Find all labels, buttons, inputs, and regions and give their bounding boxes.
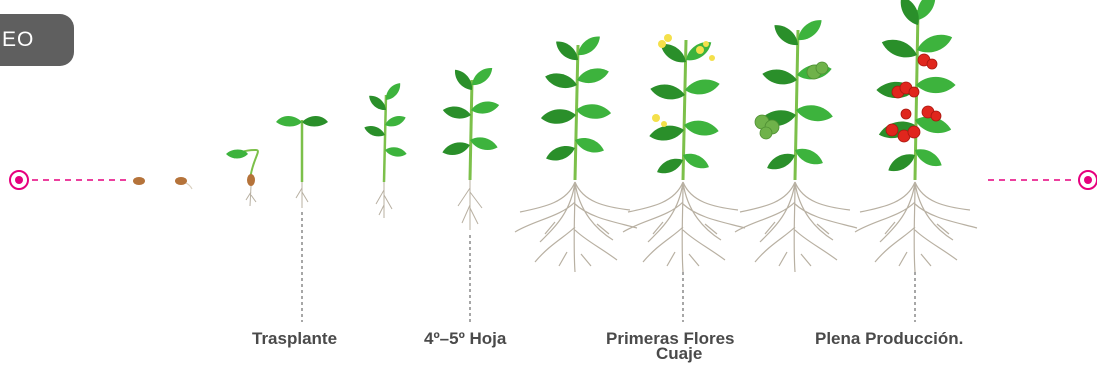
sprouting-seed-icon	[175, 177, 192, 189]
four-leaf-plant-icon	[441, 64, 500, 230]
cotyledon-seedling-icon	[276, 116, 328, 208]
stage-label-plena-produccion: Plena Producción.	[815, 330, 963, 347]
stage-label-cuaje: Cuaje	[656, 345, 702, 362]
flowering-plant-icon	[623, 34, 745, 272]
young-plant-icon	[363, 80, 408, 218]
timeline-end-marker	[1079, 171, 1097, 189]
stage-label-hoja: 4º–5º Hoja	[424, 330, 506, 347]
fruit-set-plant-icon	[735, 15, 857, 272]
stage-label-trasplante: Trasplante	[252, 330, 337, 347]
seed-icon	[133, 177, 145, 185]
full-production-plant-icon	[855, 0, 977, 272]
germinating-seedling-icon	[226, 150, 258, 207]
vegetative-plant-icon	[515, 32, 637, 272]
timeline-start-marker	[10, 171, 28, 189]
